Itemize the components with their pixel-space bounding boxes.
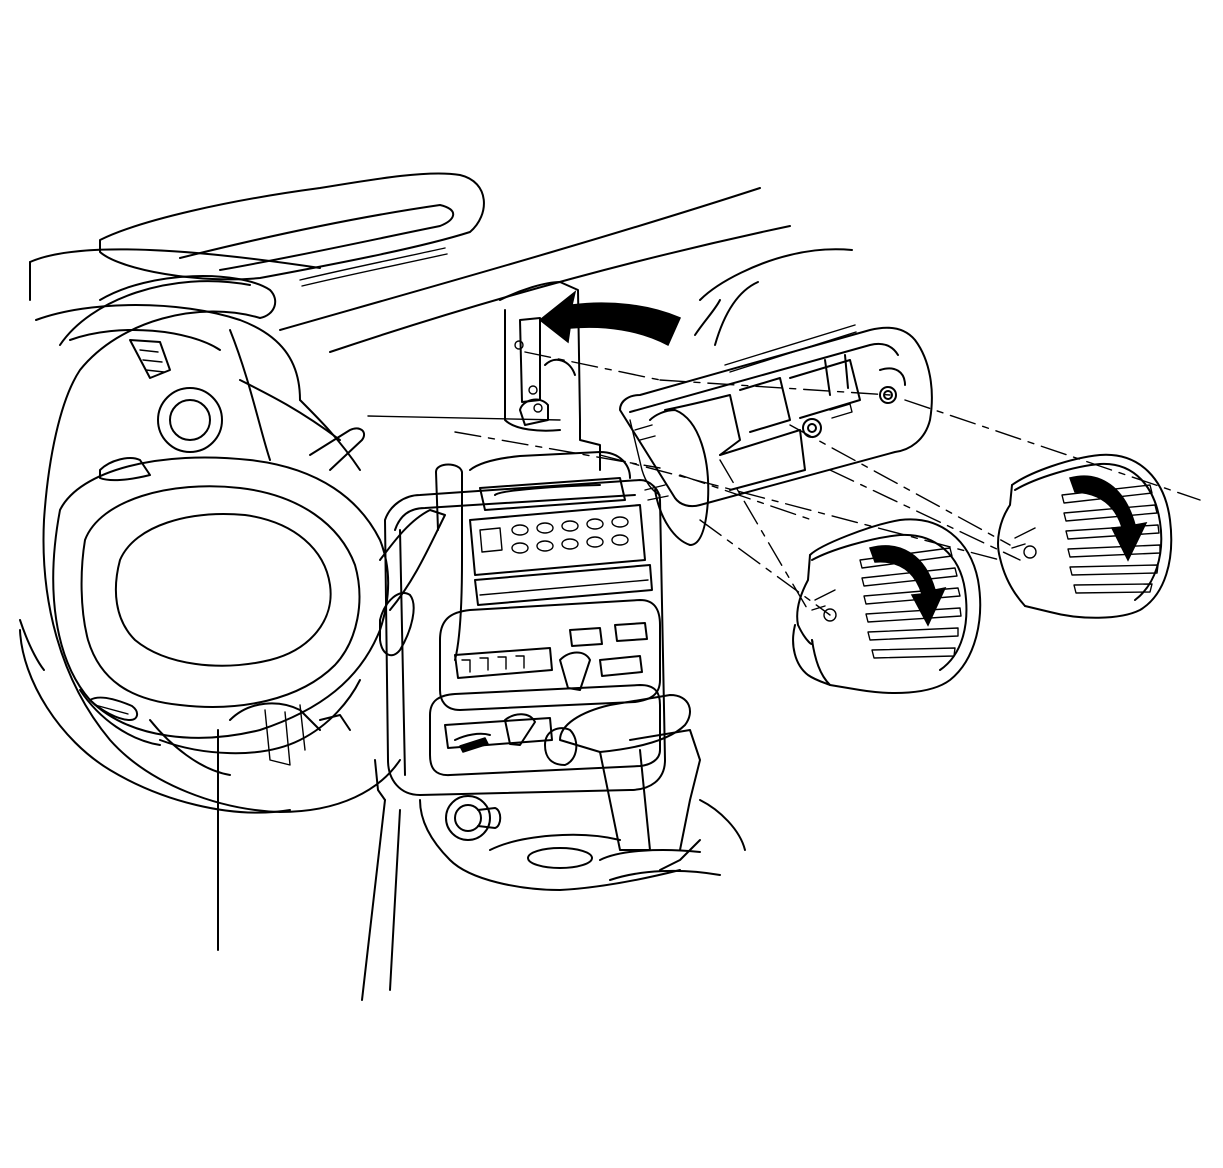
climate-control-panel <box>429 599 661 777</box>
right-vent-rotation-arrow <box>1069 475 1148 562</box>
defroster-vent <box>99 172 485 287</box>
center-stack <box>384 451 666 796</box>
dash-vent-opening <box>499 281 601 471</box>
dashboard-right-panel <box>694 248 857 373</box>
alignment-dashed-lines <box>454 351 1201 616</box>
lower-console <box>361 759 746 1001</box>
dashboard-upper-outline <box>29 187 791 421</box>
steering-column-lower <box>217 702 351 951</box>
removal-direction-arrow-top <box>538 290 681 347</box>
radio-unit <box>469 504 653 606</box>
instrument-cluster <box>35 304 361 471</box>
gear-shifter <box>544 694 701 871</box>
center-vent-housing <box>619 326 933 546</box>
left-vent-rotation-arrow <box>869 545 947 627</box>
control-stalk <box>99 427 463 661</box>
steering-wheel <box>19 275 446 814</box>
